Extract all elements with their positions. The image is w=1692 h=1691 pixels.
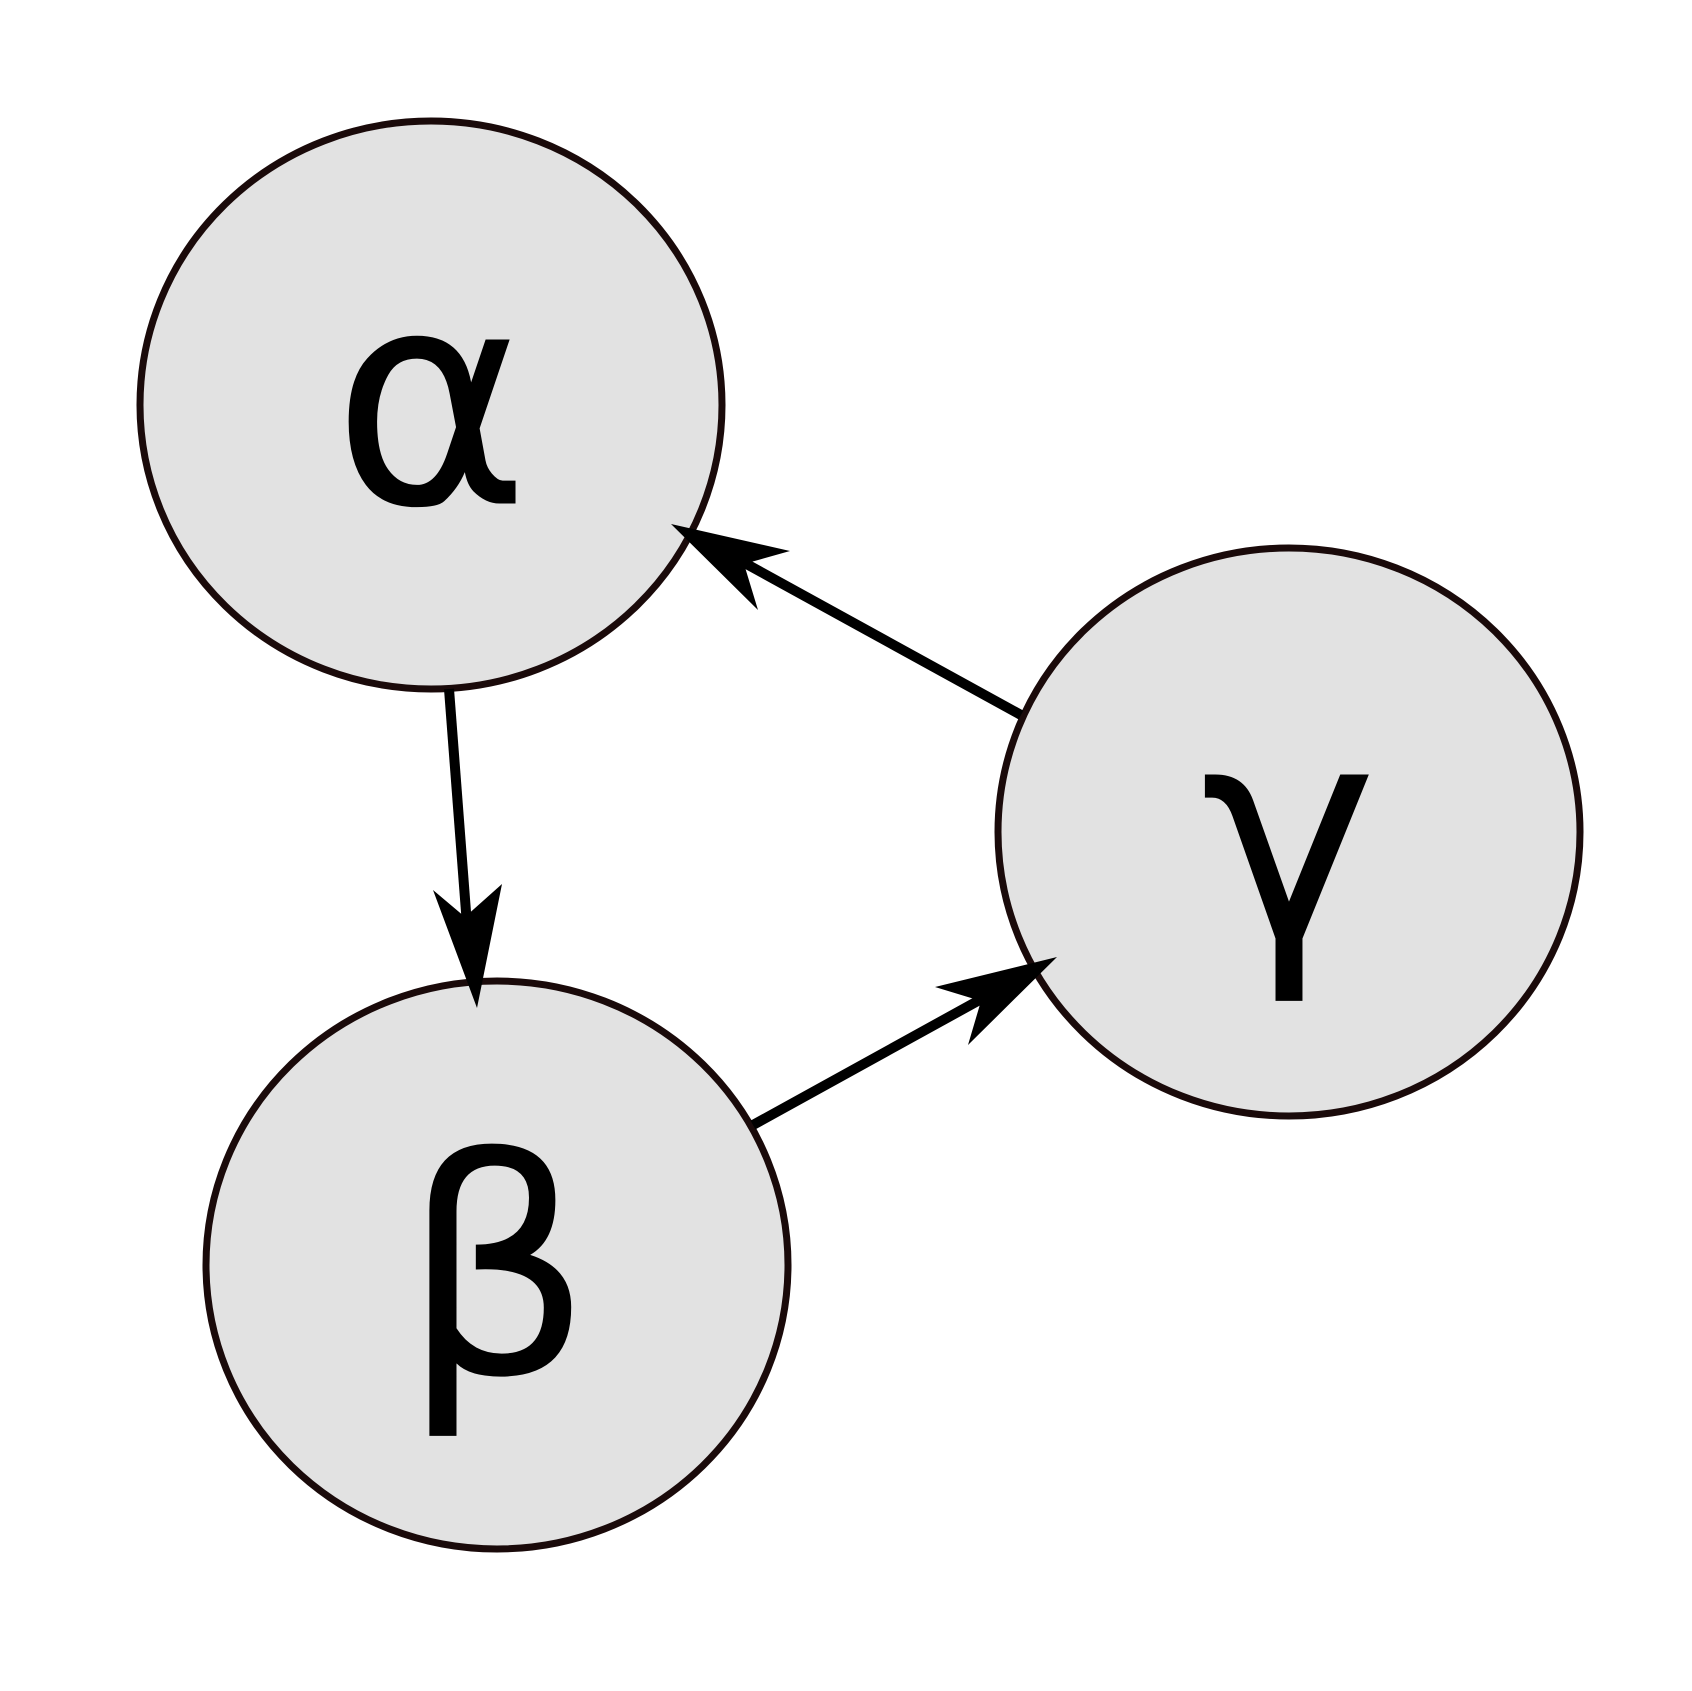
node-gamma-circle bbox=[994, 544, 1584, 1120]
edge-alpha-to-beta-arrowhead bbox=[433, 884, 502, 1008]
node-gamma-label: γ bbox=[1200, 661, 1378, 1010]
node-beta-label: β bbox=[401, 1096, 592, 1445]
node-beta: β bbox=[202, 977, 792, 1553]
node-alpha: α bbox=[136, 117, 726, 693]
edge-alpha-to-beta bbox=[433, 688, 502, 1008]
edge-gamma-to-alpha-line bbox=[738, 556, 1024, 720]
node-alpha-circle bbox=[136, 117, 726, 693]
edge-gamma-to-alpha-arrowhead bbox=[671, 524, 790, 610]
node-gamma: γ bbox=[994, 544, 1584, 1120]
node-alpha-label: α bbox=[332, 226, 530, 575]
edge-gamma-to-alpha bbox=[671, 524, 1024, 720]
edge-beta-to-gamma-line bbox=[750, 992, 988, 1130]
edge-beta-to-gamma-arrowhead bbox=[935, 957, 1057, 1045]
edge-beta-to-gamma bbox=[750, 957, 1057, 1130]
edge-alpha-to-beta-line bbox=[444, 688, 472, 926]
node-beta-circle bbox=[202, 977, 792, 1553]
